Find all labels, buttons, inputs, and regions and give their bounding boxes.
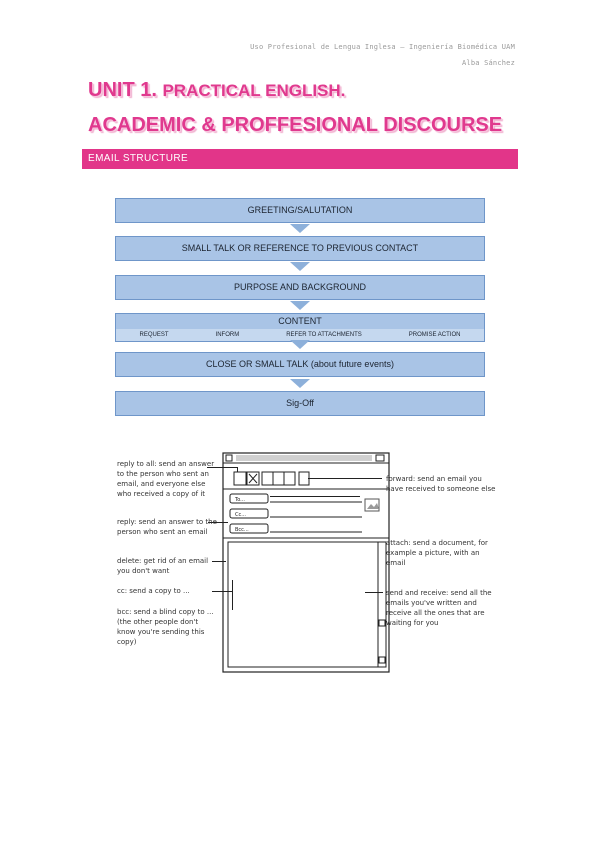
content-item: REQUEST	[139, 332, 169, 338]
flow-step-smalltalk: SMALL TALK OR REFERENCE TO PREVIOUS CONT…	[115, 236, 485, 261]
down-arrow-icon	[290, 224, 310, 233]
reply-icon	[261, 471, 274, 486]
label-attach: attach: send a document, for example a p…	[386, 539, 488, 567]
flow-step-close: CLOSE OR SMALL TALK (about future events…	[115, 352, 485, 377]
content-item: PROMISE ACTION	[408, 332, 461, 338]
label-forward: forward: send an email you have received…	[386, 475, 496, 493]
header-author: Alba Sánchez	[462, 59, 515, 67]
toolbar-icons	[233, 471, 310, 486]
field-label-bcc: Bcc...	[235, 527, 249, 533]
connector-line	[232, 580, 233, 610]
connector-line	[207, 467, 237, 468]
flow-step-greeting: GREETING/SALUTATION	[115, 198, 485, 223]
section-heading: EMAIL STRUCTURE	[88, 153, 189, 164]
window-close-box	[225, 454, 233, 462]
field-label-to: To...	[234, 497, 245, 503]
content-item: REFER TO ATTACHMENTS	[286, 332, 362, 338]
window-zoom-box	[375, 454, 385, 462]
scrollbar	[377, 541, 387, 668]
down-arrow-icon	[290, 262, 310, 271]
reply-all-icon	[272, 471, 285, 486]
label-reply: reply: send an answer to the person who …	[117, 518, 217, 536]
label-reply-all: reply to all: send an answer to the pers…	[117, 460, 215, 498]
cc-button	[229, 508, 269, 519]
connector-line	[270, 496, 360, 497]
to-button	[229, 493, 269, 504]
connector-line	[208, 522, 228, 523]
forward-icon	[283, 471, 296, 486]
label-bcc: bcc: send a blind copy to ... (the other…	[117, 608, 214, 646]
section-heading-bar: EMAIL STRUCTURE	[82, 149, 518, 169]
content-item: INFORM	[215, 332, 240, 338]
connector-line	[365, 592, 383, 593]
page-title: UNIT 1. PRACTICAL ENGLISH.	[88, 79, 345, 102]
down-arrow-icon	[290, 340, 310, 349]
connector-line	[212, 561, 226, 562]
unit-number: UNIT 1.	[88, 79, 157, 101]
field-label-cc: Cc...	[235, 512, 246, 518]
connector-line	[237, 467, 238, 472]
page-subtitle: ACADEMIC & PROFFESIONAL DISCOURSE	[88, 114, 503, 136]
email-window-illustration: To... Cc... Bcc...	[222, 452, 390, 673]
connector-line	[212, 591, 232, 592]
flow-step-purpose: PURPOSE AND BACKGROUND	[115, 275, 485, 300]
connector-line	[308, 478, 382, 479]
content-subitems: REQUEST INFORM REFER TO ATTACHMENTS PROM…	[116, 329, 484, 341]
bcc-button	[229, 523, 269, 534]
title-bar-stripes	[236, 455, 372, 461]
label-delete: delete: get rid of an email you don't wa…	[117, 557, 209, 575]
label-cc: cc: send a copy to ...	[117, 587, 190, 595]
flow-step-signoff: Sig-Off	[115, 391, 485, 416]
down-arrow-icon	[290, 379, 310, 388]
unit-title: PRACTICAL ENGLISH.	[162, 81, 346, 100]
down-arrow-icon	[290, 301, 310, 310]
flow-step-content: CONTENT REQUEST INFORM REFER TO ATTACHME…	[115, 313, 485, 342]
address-fields	[229, 493, 362, 534]
header-course: Uso Profesional de Lengua Inglesa – Inge…	[250, 43, 515, 51]
send-icon	[233, 471, 247, 486]
content-label: CONTENT	[278, 316, 322, 326]
label-send-receive: send and receive: send all the emails yo…	[386, 589, 492, 627]
message-body	[227, 541, 379, 668]
